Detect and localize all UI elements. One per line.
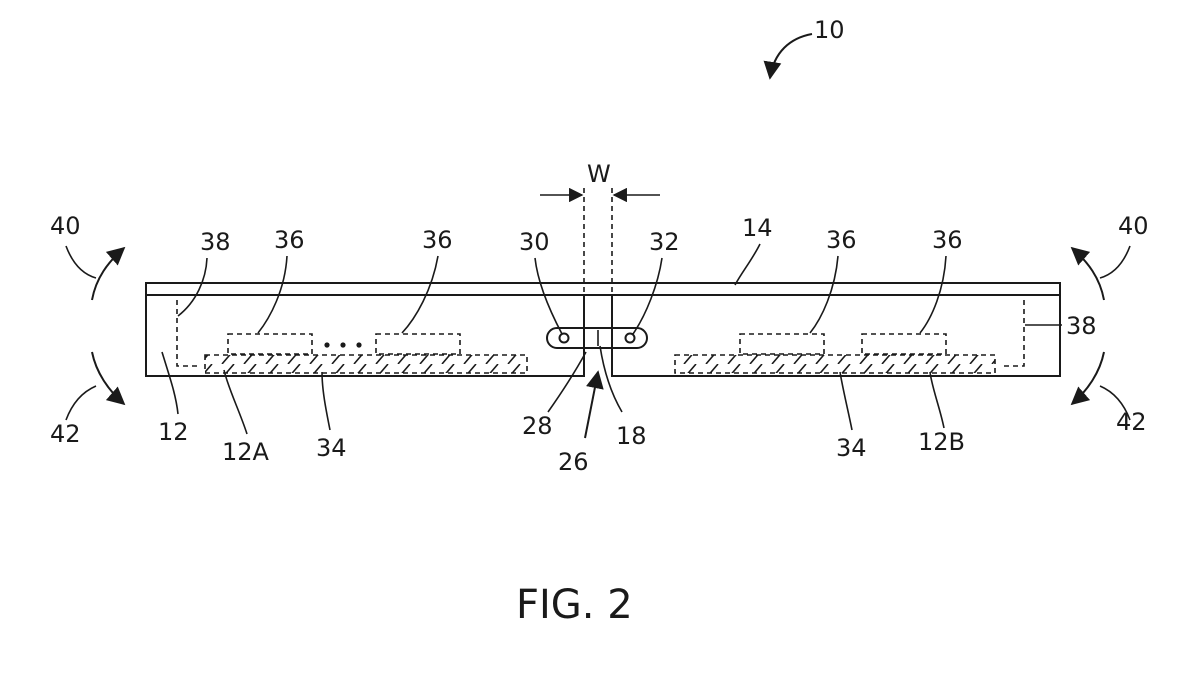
- leader-housing-left: [223, 369, 248, 435]
- housing-left: [145, 294, 585, 377]
- label-hinge-link: 28: [522, 412, 553, 440]
- board-left-hatch: [205, 355, 527, 373]
- board-right-hatch: [675, 355, 995, 373]
- label-housing-right: 12B: [918, 428, 965, 456]
- hinge-link: [546, 327, 648, 349]
- rotation-arrow-left-up: [91, 246, 126, 301]
- leader-pin-right: [632, 257, 663, 335]
- hinge-arrow: [584, 370, 604, 439]
- leader-hinge-link: [547, 351, 587, 413]
- ellipsis-dot-1: [324, 342, 330, 348]
- board-right: [674, 354, 996, 374]
- rotation-arrow-right-up: [1070, 246, 1105, 301]
- label-arrow-40-right: 40: [1118, 212, 1149, 240]
- rotation-arrow-right-down: [1070, 351, 1105, 406]
- component-right-1: [739, 333, 825, 355]
- label-board-right: 34: [836, 434, 867, 462]
- label-housing-left: 12A: [222, 438, 270, 466]
- label-hinge: 26: [558, 448, 589, 476]
- housing-right: [611, 294, 1061, 377]
- leader-arrow-42-right: [1099, 385, 1131, 421]
- label-display: 14: [742, 214, 773, 242]
- leader-component-4: [919, 255, 947, 334]
- leader-housing: [161, 351, 179, 415]
- label-support-left: 38: [200, 228, 231, 256]
- display-layer: [145, 282, 1061, 296]
- label-arrow-40-left: 40: [50, 212, 81, 240]
- leader-support-left: [177, 257, 208, 317]
- support-left: [176, 300, 200, 367]
- leader-component-1: [257, 255, 288, 334]
- hinge-pin-left: [558, 332, 570, 344]
- leader-board-left: [321, 371, 331, 431]
- leader-component-3: [809, 255, 839, 334]
- label-component-3: 36: [826, 226, 857, 254]
- device-leader-arrow: [763, 33, 813, 80]
- component-left-2: [375, 333, 461, 355]
- label-device: 10: [814, 16, 845, 44]
- leader-hinge-body: [599, 345, 623, 413]
- label-arrow-42-left: 42: [50, 420, 81, 448]
- support-right: [1000, 300, 1025, 367]
- rotation-arrow-left-down: [91, 351, 126, 406]
- leader-arrow-40-left: [65, 245, 97, 279]
- leader-arrow-40-right: [1099, 245, 1131, 279]
- label-pin-left: 30: [519, 228, 550, 256]
- figure-caption: FIG. 2: [516, 582, 633, 628]
- leader-component-2: [401, 255, 439, 334]
- label-hinge-body: 18: [616, 422, 647, 450]
- ellipsis-dot-2: [340, 342, 346, 348]
- board-left: [204, 354, 528, 374]
- leader-arrow-42-left: [65, 385, 97, 421]
- leader-housing-right: [929, 371, 945, 429]
- ellipsis-dot-3: [356, 342, 362, 348]
- label-pin-right: 32: [649, 228, 680, 256]
- component-left-1: [227, 333, 313, 355]
- component-right-2: [861, 333, 947, 355]
- leader-display: [734, 243, 761, 286]
- label-component-1: 36: [274, 226, 305, 254]
- label-housing: 12: [158, 418, 189, 446]
- label-component-4: 36: [932, 226, 963, 254]
- label-board-left: 34: [316, 434, 347, 462]
- label-arrow-42-right: 42: [1116, 408, 1147, 436]
- label-component-2: 36: [422, 226, 453, 254]
- label-width: W: [587, 160, 611, 188]
- leader-board-right: [839, 371, 853, 431]
- hinge-pin-right: [624, 332, 636, 344]
- leader-pin-left: [534, 257, 563, 335]
- label-support-right: 38: [1066, 312, 1097, 340]
